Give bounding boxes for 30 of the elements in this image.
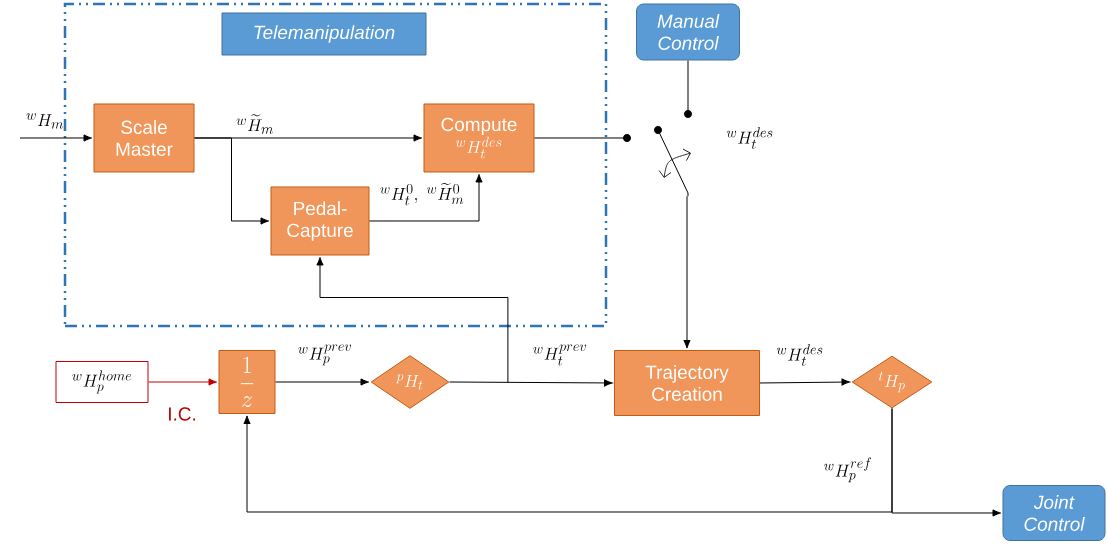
arrow bbox=[759, 378, 851, 386]
edge-label: ${}^{w}H_{m}$ bbox=[26, 113, 63, 129]
process-box: Trajectory Creation bbox=[614, 350, 760, 416]
edge-label: I.C. bbox=[169, 407, 195, 421]
arrow bbox=[683, 195, 691, 349]
arrow bbox=[243, 408, 893, 513]
arrow bbox=[148, 378, 218, 386]
edge-label: ${}^{w}H_{p}^{ref}$ bbox=[824, 457, 872, 483]
arrow bbox=[194, 137, 270, 225]
switch-symbol bbox=[623, 110, 692, 197]
control-box: Joint Control bbox=[1002, 485, 1106, 541]
edge-label: ${}^{w}\widetilde{H}_{m}$ bbox=[236, 114, 273, 134]
process-box: Scale Master bbox=[93, 103, 195, 173]
title-box: Telemanipulation bbox=[221, 12, 427, 56]
signal-label: ${}^{w}H_{t}^{des}$ bbox=[726, 127, 773, 149]
delay-box: $\frac{1}{z}$ bbox=[218, 350, 276, 414]
dash-dot-frame bbox=[63, 2, 608, 328]
arrow bbox=[449, 379, 613, 387]
input-box: ${}^{w}H_{p}^{home}$ bbox=[55, 361, 149, 403]
arrow bbox=[19, 134, 93, 142]
arrow bbox=[275, 378, 370, 386]
edge-label: ${}^{w}H_{t}^{0},\ {}^{w}\widetilde{H}_{m}^{0}$ bbox=[380, 182, 464, 206]
arrow bbox=[316, 256, 509, 383]
process-box: Pedal-Capture bbox=[270, 186, 370, 256]
process-box: Compute ${}^{w}H_{t}^{des}$ bbox=[423, 103, 535, 173]
edge-label: ${}^{w}H_{p}^{prev}$ bbox=[298, 344, 351, 366]
edge-label: ${}^{w}H_{t}^{des}$ bbox=[776, 344, 823, 366]
arrow bbox=[369, 173, 483, 222]
control-box: Manual Control bbox=[636, 3, 740, 61]
edge-label: ${}^{w}H_{t}^{prev}$ bbox=[533, 344, 586, 366]
